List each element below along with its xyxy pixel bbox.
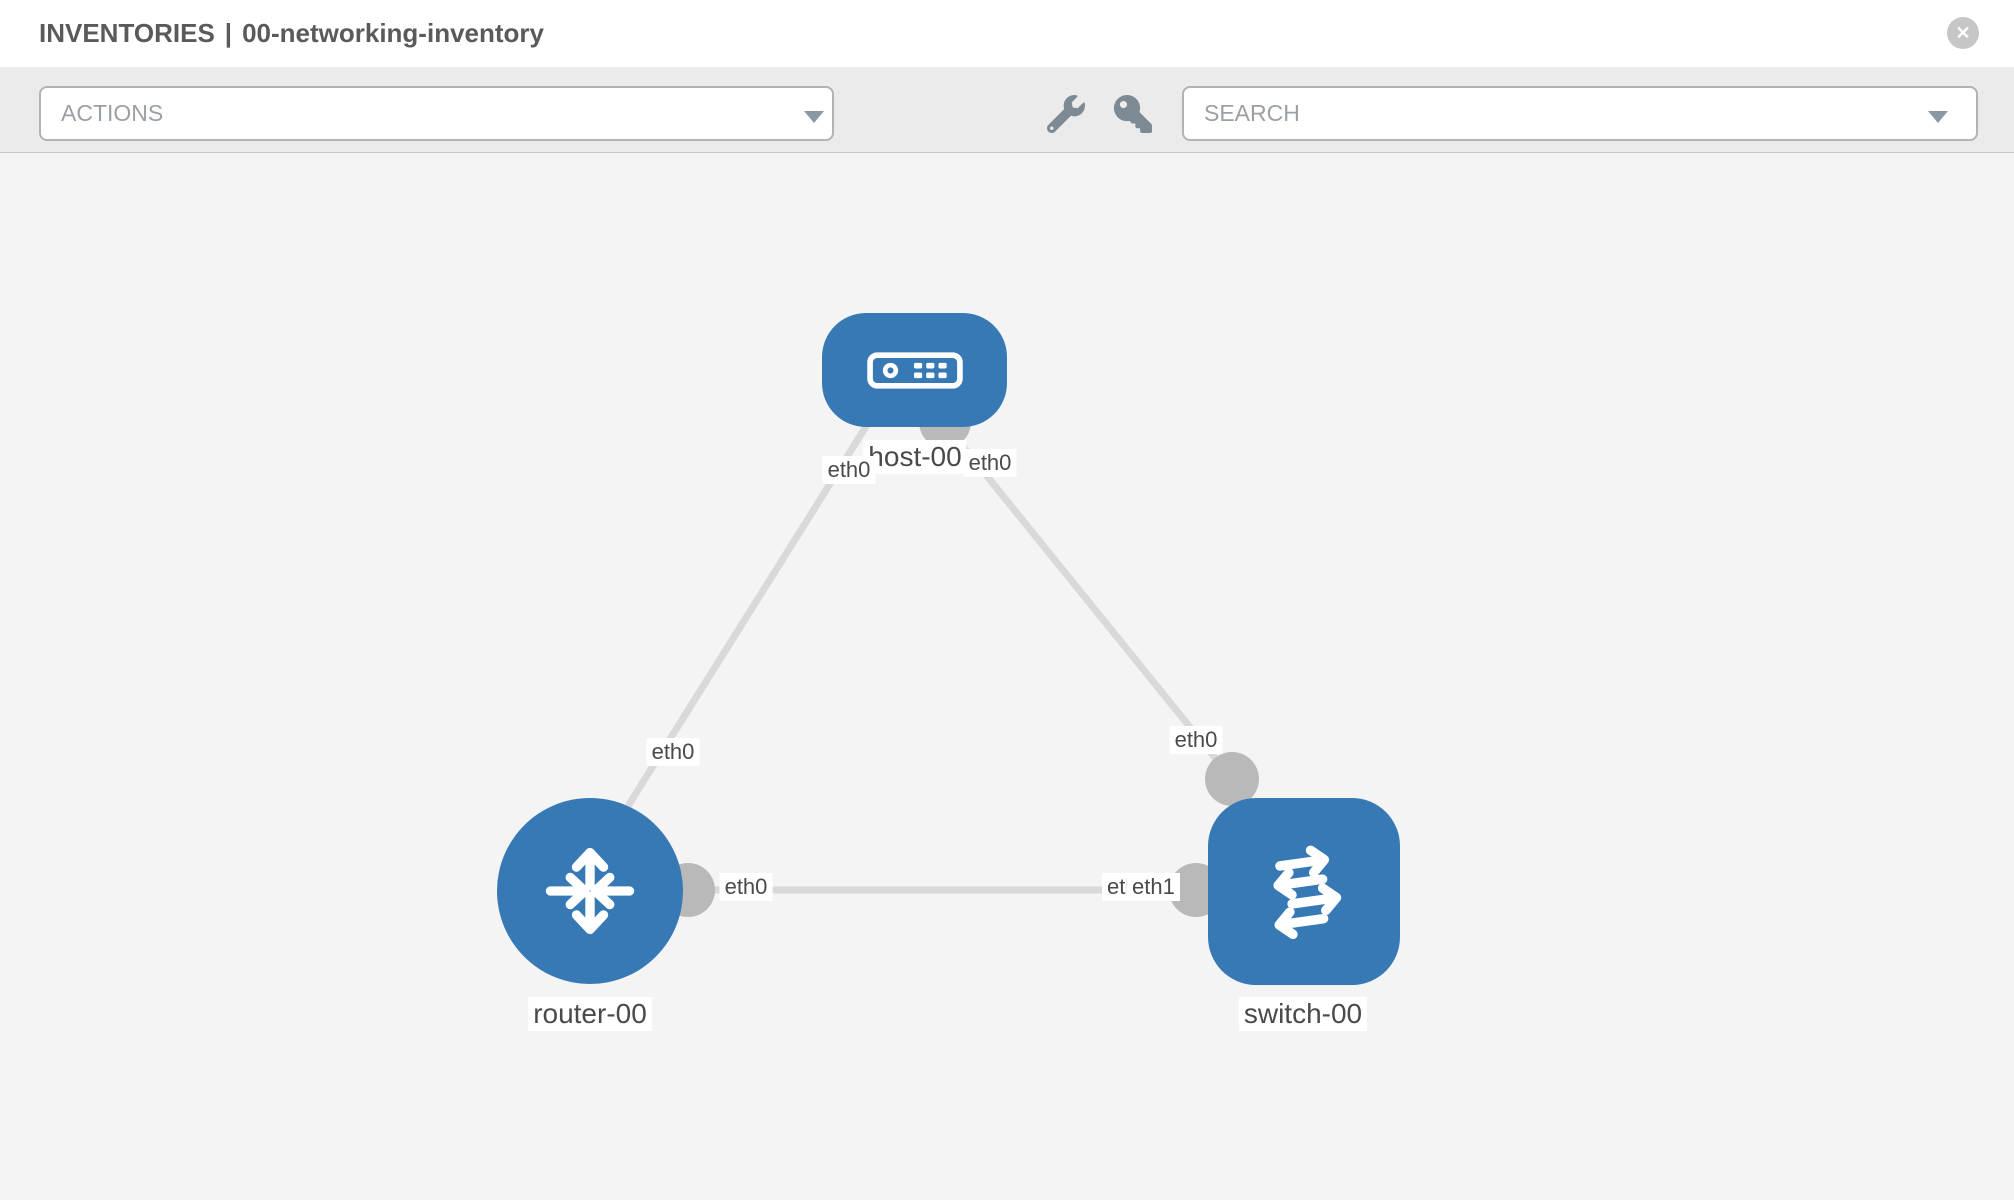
if-label-switch-to-host: eth0 xyxy=(1169,726,1223,754)
actions-dropdown[interactable]: ACTIONS xyxy=(39,86,834,141)
caret-down-icon xyxy=(1928,111,1948,123)
connector-switch-top xyxy=(1205,752,1259,806)
if-label-router-to-switch: eth0 xyxy=(719,873,773,901)
close-button[interactable]: ✕ xyxy=(1947,17,1979,49)
wrench-icon[interactable] xyxy=(1047,95,1085,133)
node-label-router: router-00 xyxy=(528,997,652,1031)
node-router-00[interactable] xyxy=(497,798,683,984)
caret-down-icon xyxy=(804,111,824,123)
if-label-switch-to-router: eth1 xyxy=(1127,873,1180,901)
header-bar: INVENTORIES | 00-networking-inventory ✕ xyxy=(0,0,2014,67)
if-label-host-to-switch: eth0 xyxy=(963,449,1017,477)
close-icon: ✕ xyxy=(1955,22,1971,43)
search-dropdown[interactable]: SEARCH xyxy=(1182,86,1978,141)
page-title-separator: | xyxy=(224,18,233,48)
node-switch-00[interactable] xyxy=(1208,798,1400,985)
link-host-switch xyxy=(945,425,1235,782)
if-label-host-to-router: eth0 xyxy=(822,456,876,484)
node-label-host: host-00 xyxy=(863,440,967,474)
search-dropdown-label: SEARCH xyxy=(1204,100,1300,126)
router-icon xyxy=(545,847,635,935)
page-title-section: INVENTORIES xyxy=(39,18,215,48)
inventory-name: 00-networking-inventory xyxy=(242,18,544,48)
node-label-switch: switch-00 xyxy=(1238,997,1368,1031)
toolbar: ACTIONS SEARCH xyxy=(0,67,2014,153)
key-icon[interactable] xyxy=(1114,95,1152,133)
page-title: INVENTORIES | 00-networking-inventory xyxy=(39,0,544,67)
switch-icon xyxy=(1273,845,1342,939)
topology-canvas[interactable]: host-00 router-00 switch-00 eth0 eth0 et… xyxy=(0,153,2014,1200)
host-icon xyxy=(866,351,963,389)
actions-dropdown-label: ACTIONS xyxy=(61,100,164,126)
if-label-router-to-host: eth0 xyxy=(646,738,700,766)
links-layer xyxy=(625,396,1259,917)
node-host-00[interactable] xyxy=(822,313,1007,427)
